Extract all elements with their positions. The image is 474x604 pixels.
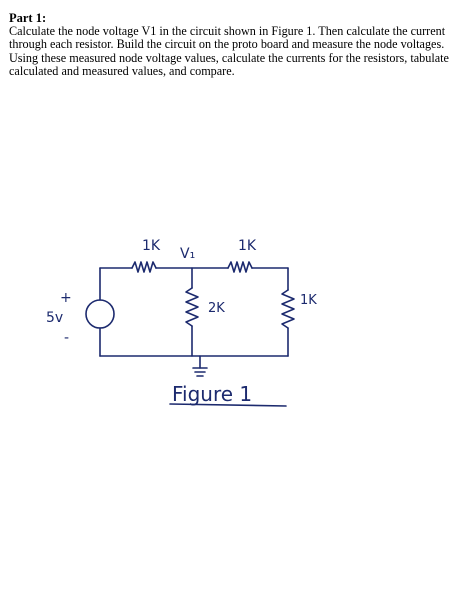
document-text: Part 1: Calculate the node voltage V1 in… (9, 11, 467, 79)
resistor-left-zigzag (131, 261, 157, 273)
caption-underline (169, 403, 287, 407)
figure-caption: Figure 1 (172, 382, 252, 406)
resistor-right-series-zigzag (227, 261, 253, 273)
source-minus-label: - (64, 330, 69, 346)
part-heading: Part 1: (9, 11, 47, 25)
resistor-right-shunt-zigzag (281, 289, 295, 329)
voltage-source-symbol (85, 299, 115, 329)
resistor-middle-label: 2K (208, 301, 225, 316)
resistor-left-label: 1K (142, 238, 161, 254)
node-v1-label: V₁ (180, 246, 195, 262)
source-plus-label: + (60, 290, 72, 306)
resistor-right-series-label: 1K (238, 238, 257, 254)
resistor-right-shunt-label: 1K (300, 293, 317, 308)
instructions-paragraph: Calculate the node voltage V1 in the cir… (9, 24, 449, 79)
resistor-middle-zigzag (185, 287, 199, 327)
source-value-label: 5v (46, 310, 63, 326)
